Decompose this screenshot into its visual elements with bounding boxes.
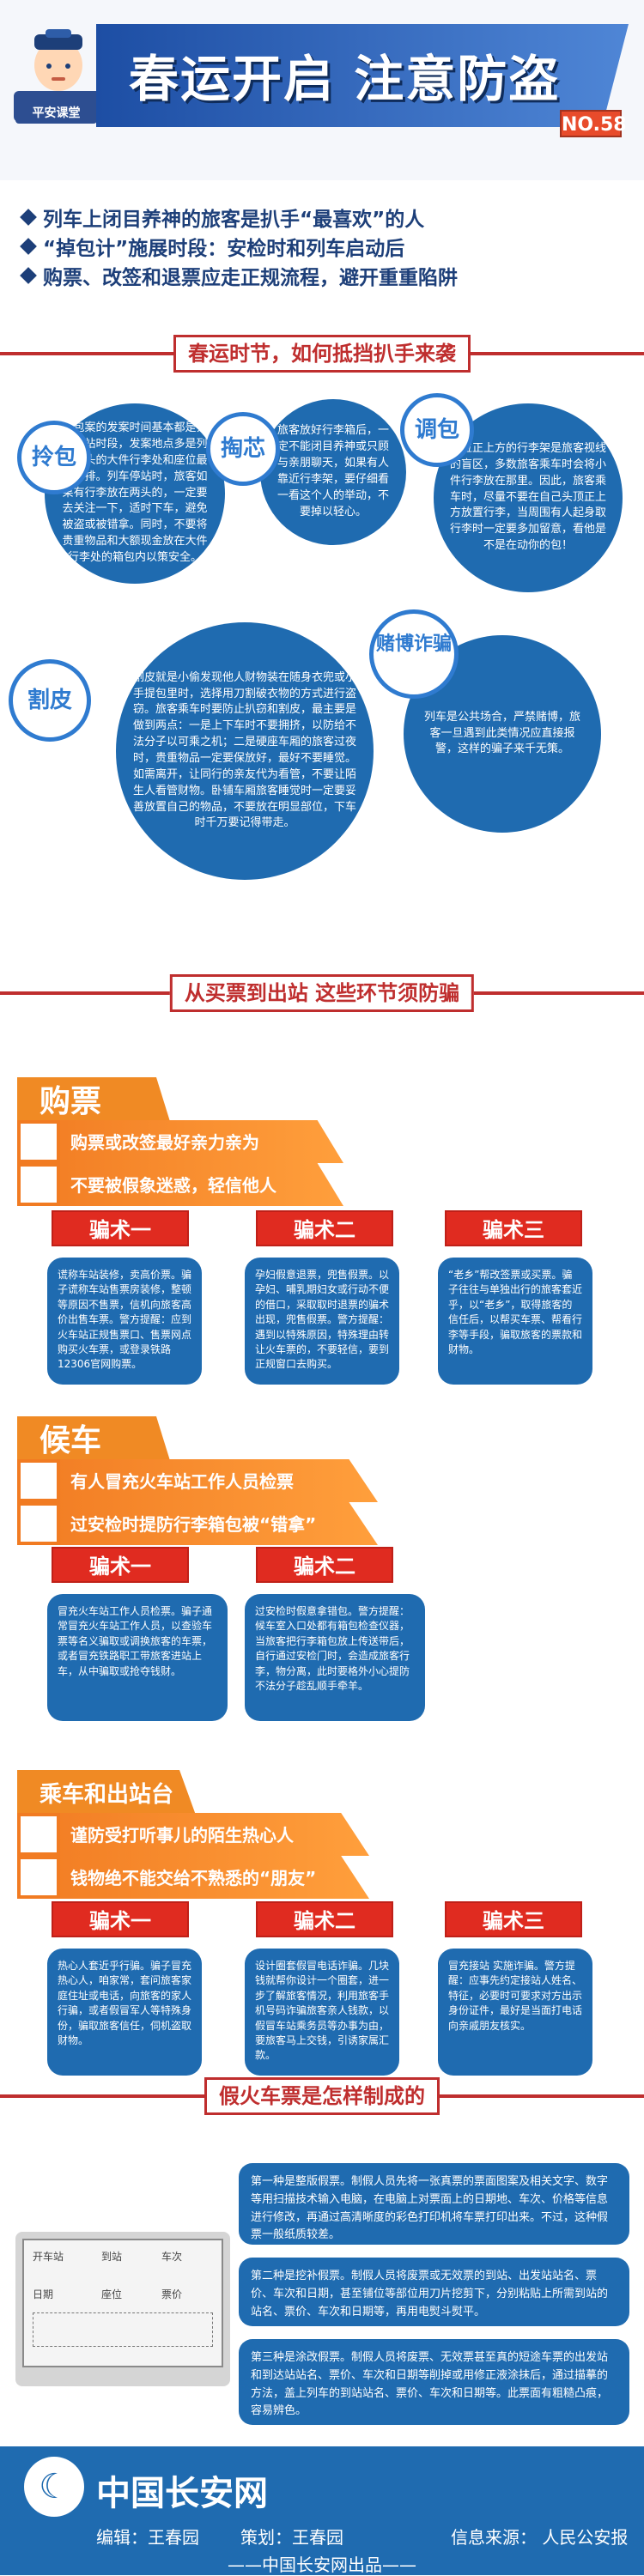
purchase-trick-2-tag: 骗术二 xyxy=(256,1210,393,1246)
tag-taoxin: 掏芯 xyxy=(206,412,280,486)
purchase-line-2: 不要被假象迷惑，轻信他人 xyxy=(17,1163,343,1206)
editor: 编辑：王春园 xyxy=(96,2527,199,2548)
purchase-trick-1-card: 谎称车站装修，卖高价票。骗子谎称车站售票房装修，整顿等原因不售票，信机向旅客高价… xyxy=(47,1258,202,1385)
page-title: 春运开启 注意防盗 xyxy=(129,50,561,108)
summary-bullets: 列车上闭目养神的旅客是扒手“最喜欢”的人 “掉包计”施展时段：安检时和列车启动后… xyxy=(20,203,623,290)
checkin-line-1: 有人冒充火车站工作人员检票 xyxy=(17,1459,378,1502)
exit-trick-1-tag: 骗术一 xyxy=(52,1901,189,1937)
lesson-badge: 平安课堂 xyxy=(15,103,97,124)
circle-gepi: 割皮就是小偷发现他人财物装在随身衣兜或小手提包里时，选择用刀割破衣物的方式进行盗… xyxy=(116,622,374,880)
square-icon xyxy=(17,1856,60,1899)
tag-lingbao: 拎包 xyxy=(17,421,91,494)
fake-ticket-type-2: 第二种是挖补假票。制假人员将废票或无效票的到站、出发站站名、票价、车次和日期，甚… xyxy=(239,2258,629,2326)
purchase-trick-1-tag: 骗术一 xyxy=(52,1210,189,1246)
summary-bullet: 列车上闭目养神的旅客是扒手“最喜欢”的人 xyxy=(20,203,623,232)
ticket-sample: 开车站 到站 车次 日期 座位 票价 xyxy=(22,2239,223,2367)
source: 信息来源： 人民公安报 xyxy=(451,2527,629,2548)
square-icon xyxy=(17,1502,60,1545)
checkin-title: 候车 xyxy=(17,1416,172,1466)
tag-diaobao: 调包 xyxy=(400,393,474,467)
exit-trick-3-card: 冒充接站 实施诈骗。警方提醒：应事先约定接站人姓名、特征，必要时可要求对方出示身… xyxy=(438,1949,592,2076)
square-icon xyxy=(17,1813,60,1856)
checkin-trick-1-card: 冒充火车站工作人员检票。骗子通常冒充火车站工作人员，以查验车票等名义骗取或调换旅… xyxy=(47,1594,228,1721)
square-icon xyxy=(17,1459,60,1502)
fake-ticket-type-1: 第一种是整版假票。制假人员先将一张真票的票面图案及相关文字、数字等用扫描技术输入… xyxy=(239,2163,629,2245)
diamond-icon xyxy=(20,209,37,226)
exit-trick-3-tag: 骗术三 xyxy=(445,1901,582,1937)
tag-gepi: 割皮 xyxy=(9,659,91,742)
square-icon xyxy=(17,1120,60,1163)
purchase-trick-3-tag: 骗术三 xyxy=(445,1210,582,1246)
ticket-illustration: 开车站 到站 车次 日期 座位 票价 xyxy=(15,2232,230,2386)
circle-taoxin: 旅客放好行李箱后，一定不能闭目养神或只顾与亲朋聊天，如果有人靠近行李架，要仔细看… xyxy=(260,399,406,545)
exit-line-2: 钱物绝不能交给不熟悉的“朋友” xyxy=(17,1856,369,1899)
exit-trick-2-card: 设计圈套假冒电话诈骗。几块钱就帮你设计一个圈套，进一步了解旅客情况，利用旅客手机… xyxy=(245,1949,399,2076)
issue-number: NO.58 xyxy=(560,110,627,137)
title-banner xyxy=(96,24,629,127)
checkin-trick-2-tag: 骗术二 xyxy=(256,1547,393,1583)
header: 平安课堂 春运开启 注意防盗 NO.58 xyxy=(0,0,644,180)
section-title-2: 从买票到出站 这些环节须防骗 xyxy=(0,974,644,1012)
purchase-title: 购票 xyxy=(17,1077,172,1127)
summary-bullet: 购票、改签和退票应走正规流程，避开重重陷阱 xyxy=(20,261,623,290)
exit-title: 乘车和出站台 xyxy=(17,1770,197,1820)
footer: ☾ 中国长安网 编辑：王春园 策划：王春园 信息来源： 人民公安报 ——中国长安… xyxy=(0,2446,644,2575)
site-name: 中国长安网 xyxy=(96,2474,268,2513)
planner: 策划：王春园 xyxy=(240,2527,343,2548)
purchase-line-1: 购票或改签最好亲力亲为 xyxy=(17,1120,343,1163)
tag-dubozhapian: 赌博诈骗 xyxy=(369,609,459,699)
checkin-trick-2-card: 过安检时假意拿错包。警方提醒：候车室入口处都有箱包检查仪器，当旅客把行李箱包放上… xyxy=(245,1594,425,1721)
exit-trick-2-tag: 骗术二 xyxy=(256,1901,393,1937)
fake-ticket-type-3: 第三种是涂改假票。制假人员将废票、无效票甚至真的短途车票的出发站和到达站站名、票… xyxy=(239,2339,629,2425)
checkin-line-2: 过安检时提防行李箱包被“错拿” xyxy=(17,1502,378,1545)
square-icon xyxy=(17,1163,60,1206)
section-title-3: 假火车票是怎样制成的 xyxy=(0,2077,644,2115)
exit-trick-1-card: 热心人套近乎行骗。骗子冒充热心人，咱家常，套问旅客家庭住址或电话，向旅客的家人行… xyxy=(47,1949,202,2076)
purchase-trick-3-card: “老乡”帮改签票或买票。骗子往往与单独出行的旅客套近乎，以“老乡”，取得旅客的信… xyxy=(438,1258,592,1385)
produced-by: ——中国长安网出品—— xyxy=(228,2555,416,2575)
summary-bullet: “掉包计”施展时段：安检时和列车启动后 xyxy=(20,232,623,261)
diamond-icon xyxy=(20,267,37,284)
diamond-icon xyxy=(20,238,37,255)
purchase-trick-2-card: 孕妇假意退票，兜售假票。以孕妇、哺乳期妇女或行动不便的借口，采取取时退票的骗术出… xyxy=(245,1258,399,1385)
section-title-1: 春运时节，如何抵挡扒手来袭 xyxy=(0,335,644,373)
checkin-trick-1-tag: 骗术一 xyxy=(52,1547,189,1583)
logo-icon: ☾ xyxy=(24,2457,84,2517)
exit-line-1: 谨防受打听事儿的陌生热心人 xyxy=(17,1813,369,1856)
